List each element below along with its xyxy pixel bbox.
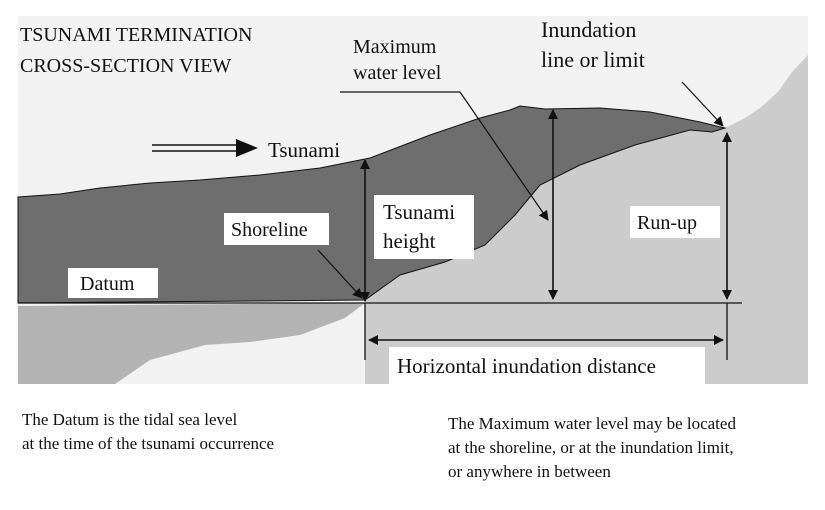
tsunami-label: Tsunami <box>268 138 340 162</box>
horizontal-inundation-distance-label: Horizontal inundation distance <box>397 354 656 378</box>
max-water-level-note: The Maximum water level may be located a… <box>448 412 736 484</box>
datum-label: Datum <box>80 273 135 295</box>
tsunami-height-label: Tsunami height <box>383 200 460 253</box>
shoreline-label-box <box>224 213 329 245</box>
run-up-label-box <box>630 206 720 238</box>
datum-note: The Datum is the tidal sea level at the … <box>22 408 274 456</box>
shoreline-leader <box>317 249 363 299</box>
max-water-level-label: Maximum water level <box>353 36 442 84</box>
max-water-level-note-line: The Maximum water level may be located <box>448 414 736 433</box>
inundation-limit-label: Inundation line or limit <box>541 17 645 72</box>
shoreline-label: Shoreline <box>231 219 308 241</box>
tsunami-direction-arrowhead <box>236 139 258 157</box>
max-water-level-note-line: or anywhere in between <box>448 462 611 481</box>
horizontal-distance-label-box <box>389 347 705 385</box>
max-water-level-leader-slant <box>459 91 549 221</box>
datum-note-line: at the time of the tsunami occurrence <box>22 434 275 453</box>
seabed-profile <box>18 303 365 384</box>
max-water-level-note-line: at the shoreline, or at the inundation l… <box>448 438 734 457</box>
diagram-title: TSUNAMI TERMINATION CROSS-SECTION VIEW <box>20 24 257 77</box>
inundation-limit-leader <box>681 81 724 127</box>
tsunami-height-label-box <box>374 195 474 259</box>
datum-label-box <box>68 268 158 298</box>
land-profile <box>365 55 808 384</box>
datum-note-line: The Datum is the tidal sea level <box>22 410 238 429</box>
run-up-label: Run-up <box>637 212 697 234</box>
